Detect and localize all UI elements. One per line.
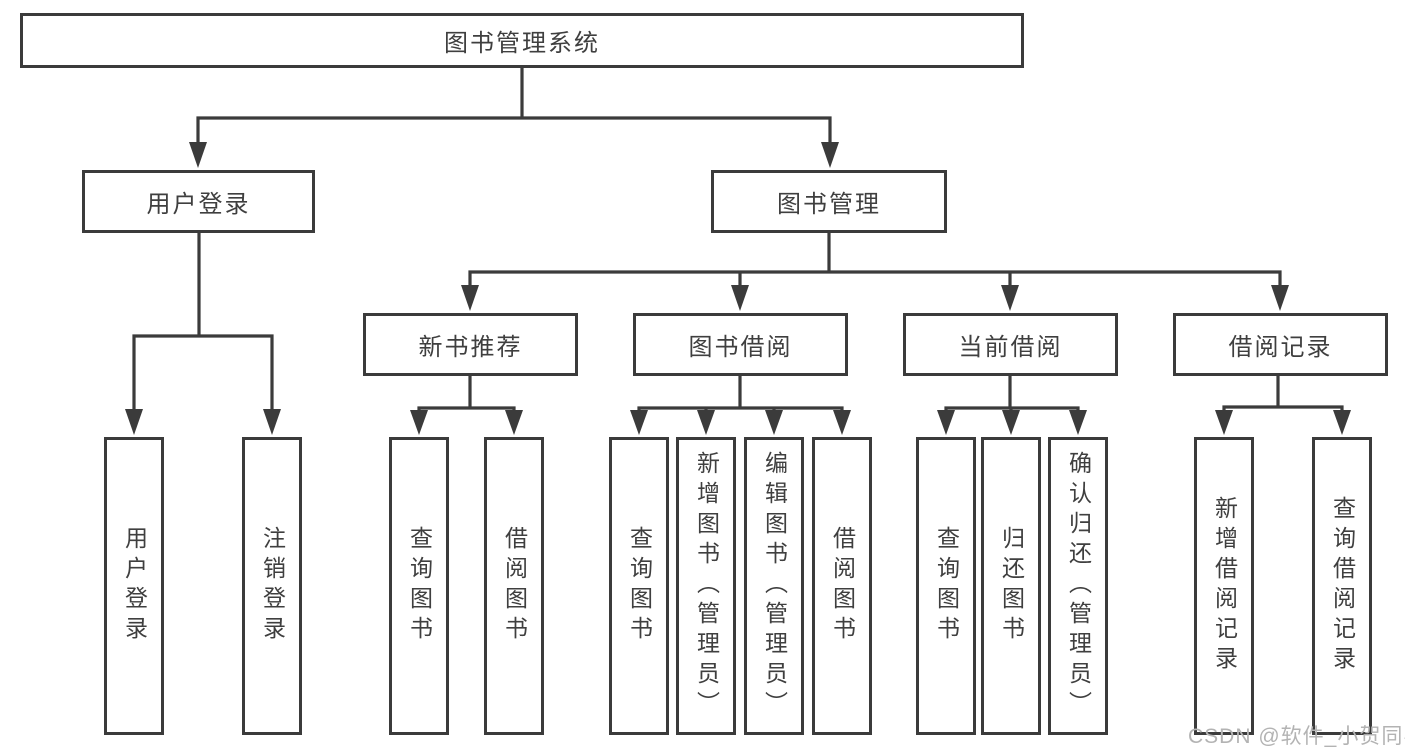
watermark-text: CSDN @软件_小贺同学	[1188, 725, 1405, 747]
leaf-logout: 注销登录	[242, 437, 302, 735]
leaf-recommend-query-books-label: 查询图书	[406, 526, 433, 646]
connector-book-management-to-level3	[468, 230, 1282, 289]
leaf-add-books-admin-label: 新增图书（管理员）	[693, 451, 720, 721]
node-library-system-label: 图书管理系统	[444, 30, 600, 57]
leaf-add-books-admin: 新增图书（管理员）	[676, 437, 736, 735]
leaf-return-books-label: 归还图书	[998, 526, 1025, 646]
leaf-confirm-return-admin-label: 确认归还（管理员）	[1065, 451, 1092, 721]
node-user-login: 用户登录	[82, 170, 315, 233]
leaf-recommend-borrow-books-label: 借阅图书	[501, 526, 528, 646]
node-book-management-label: 图书管理	[777, 191, 881, 218]
node-user-login-label: 用户登录	[146, 191, 251, 218]
node-book-borrow-label: 图书借阅	[688, 334, 793, 361]
arrow-borrow-borrow	[833, 410, 851, 435]
arrow-to-new-book-recommend	[461, 285, 479, 311]
leaf-borrow-query-books-label: 查询图书	[626, 526, 653, 646]
arrow-borrow-edit	[765, 410, 783, 435]
arrow-to-book-management	[821, 142, 839, 168]
leaf-add-borrow-record: 新增借阅记录	[1194, 437, 1254, 735]
leaf-recommend-borrow-books: 借阅图书	[484, 437, 544, 735]
node-new-book-recommend-label: 新书推荐	[418, 334, 523, 361]
arrow-to-borrow-records	[1271, 285, 1289, 311]
node-current-borrow: 当前借阅	[903, 313, 1118, 376]
leaf-user-login-label: 用户登录	[121, 526, 148, 646]
arrow-to-leaf-logout	[263, 409, 281, 435]
leaf-edit-books-admin: 编辑图书（管理员）	[744, 437, 804, 735]
connector-current-borrow-to-leaves	[944, 374, 1080, 414]
leaf-return-books: 归还图书	[981, 437, 1041, 735]
arrow-records-query	[1333, 410, 1351, 435]
arrow-to-user-login	[189, 142, 207, 168]
connector-book-borrow-to-leaves	[637, 374, 844, 414]
arrow-records-add	[1215, 410, 1233, 435]
leaf-borrow-books-label: 借阅图书	[829, 526, 856, 646]
node-library-system: 图书管理系统	[20, 13, 1024, 68]
arrow-to-current-borrow	[1001, 285, 1019, 311]
leaf-edit-books-admin-label: 编辑图书（管理员）	[761, 451, 788, 721]
connector-user-login-to-leaves	[132, 231, 274, 414]
arrow-to-book-borrow	[731, 285, 749, 311]
node-current-borrow-label: 当前借阅	[958, 334, 1063, 361]
arrow-borrow-query	[630, 410, 648, 435]
arrow-to-leaf-login	[125, 409, 143, 435]
leaf-current-query-books: 查询图书	[916, 437, 976, 735]
node-book-management: 图书管理	[711, 170, 947, 233]
connector-borrow-records-to-leaves	[1222, 374, 1344, 414]
arrow-recommend-borrow	[505, 410, 523, 435]
arrow-recommend-query	[410, 410, 428, 435]
leaf-query-borrow-record: 查询借阅记录	[1312, 437, 1372, 735]
leaf-borrow-query-books: 查询图书	[609, 437, 669, 735]
arrow-current-query	[937, 410, 955, 435]
leaf-query-borrow-record-label: 查询借阅记录	[1329, 496, 1356, 676]
leaf-recommend-query-books: 查询图书	[389, 437, 449, 735]
leaf-user-login: 用户登录	[104, 437, 164, 735]
node-book-borrow: 图书借阅	[633, 313, 848, 376]
connector-root-to-level2	[196, 66, 832, 146]
node-new-book-recommend: 新书推荐	[363, 313, 578, 376]
leaf-confirm-return-admin: 确认归还（管理员）	[1048, 437, 1108, 735]
leaf-add-borrow-record-label: 新增借阅记录	[1211, 496, 1238, 676]
arrow-current-return	[1002, 410, 1020, 435]
node-borrow-records-label: 借阅记录	[1228, 334, 1333, 361]
leaf-current-query-books-label: 查询图书	[933, 526, 960, 646]
leaf-borrow-books: 借阅图书	[812, 437, 872, 735]
leaf-logout-label: 注销登录	[259, 526, 286, 646]
node-borrow-records: 借阅记录	[1173, 313, 1388, 376]
connector-new-book-recommend-to-leaves	[417, 374, 516, 414]
arrow-current-confirm	[1069, 410, 1087, 435]
arrow-borrow-add	[697, 410, 715, 435]
